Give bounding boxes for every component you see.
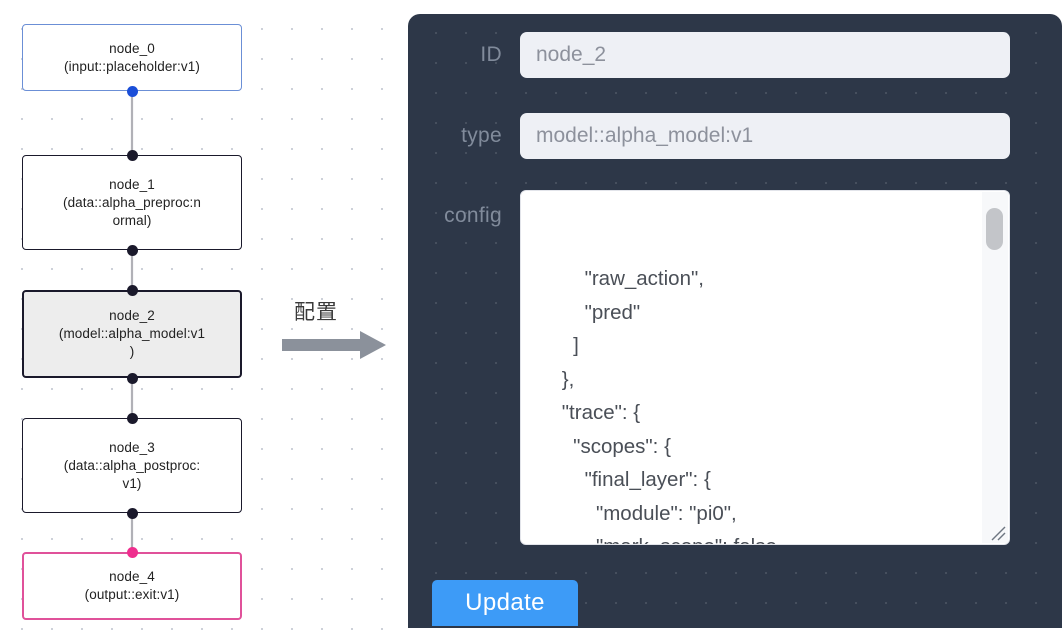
graph-node-node_2[interactable]: node_2 (model::alpha_model:v1 ) bbox=[22, 290, 242, 378]
graph-node-label: node_0 (input::placeholder:v1) bbox=[64, 40, 200, 74]
graph-node-label: node_4 (output::exit:v1) bbox=[84, 569, 180, 602]
config-field-label: config bbox=[444, 204, 502, 227]
field-row-type: type bbox=[420, 113, 1010, 159]
node-config-panel: ID type config "raw_action", "pred" ] },… bbox=[408, 14, 1062, 628]
config-textarea-content: "raw_action", "pred" ] }, "trace": { "sc… bbox=[561, 267, 777, 544]
graph-node-label: node_3 (data::alpha_postproc: v1) bbox=[63, 439, 201, 491]
graph-node-node_0[interactable]: node_0 (input::placeholder:v1) bbox=[22, 24, 242, 91]
id-field-label: ID bbox=[480, 43, 502, 66]
node-handle-target-node_1[interactable] bbox=[126, 149, 138, 161]
resize-grip-icon[interactable] bbox=[989, 524, 1007, 542]
graph-node-node_4[interactable]: node_4 (output::exit:v1) bbox=[22, 552, 242, 620]
node-handle-source-node_2[interactable] bbox=[126, 372, 138, 384]
right-arrow-icon bbox=[282, 331, 386, 359]
id-input[interactable] bbox=[520, 32, 1010, 78]
transition-arrow-group: 配置 bbox=[282, 296, 402, 366]
config-scrollbar-thumb[interactable] bbox=[986, 208, 1003, 250]
node-handle-source-node_1[interactable] bbox=[126, 244, 138, 256]
type-field-label: type bbox=[461, 124, 502, 147]
graph-edges bbox=[130, 91, 134, 552]
node-handle-source-node_3[interactable] bbox=[126, 507, 138, 519]
arrow-label: 配置 bbox=[294, 300, 338, 324]
node-handle-target-node_2[interactable] bbox=[126, 284, 138, 296]
graph-node-node_3[interactable]: node_3 (data::alpha_postproc: v1) bbox=[22, 418, 242, 513]
type-input[interactable] bbox=[520, 113, 1010, 159]
graph-node-label: node_1 (data::alpha_preproc:n ormal) bbox=[62, 176, 202, 228]
config-textarea[interactable]: "raw_action", "pred" ] }, "trace": { "sc… bbox=[520, 190, 1010, 545]
graph-canvas[interactable]: node_0 (input::placeholder:v1) node_1 (d… bbox=[0, 0, 408, 643]
node-handle-target-node_4[interactable] bbox=[126, 546, 138, 558]
update-button[interactable]: Update bbox=[432, 580, 578, 626]
field-row-config: config "raw_action", "pred" ] }, "trace"… bbox=[420, 190, 1010, 545]
graph-node-node_1[interactable]: node_1 (data::alpha_preproc:n ormal) bbox=[22, 155, 242, 250]
node-handle-target-node_3[interactable] bbox=[126, 412, 138, 424]
graph-node-label: node_2 (model::alpha_model:v1 ) bbox=[58, 308, 206, 359]
node-handle-source-node_0[interactable] bbox=[126, 85, 138, 97]
config-scrollbar-track[interactable] bbox=[982, 192, 1008, 543]
field-row-id: ID bbox=[420, 32, 1010, 78]
